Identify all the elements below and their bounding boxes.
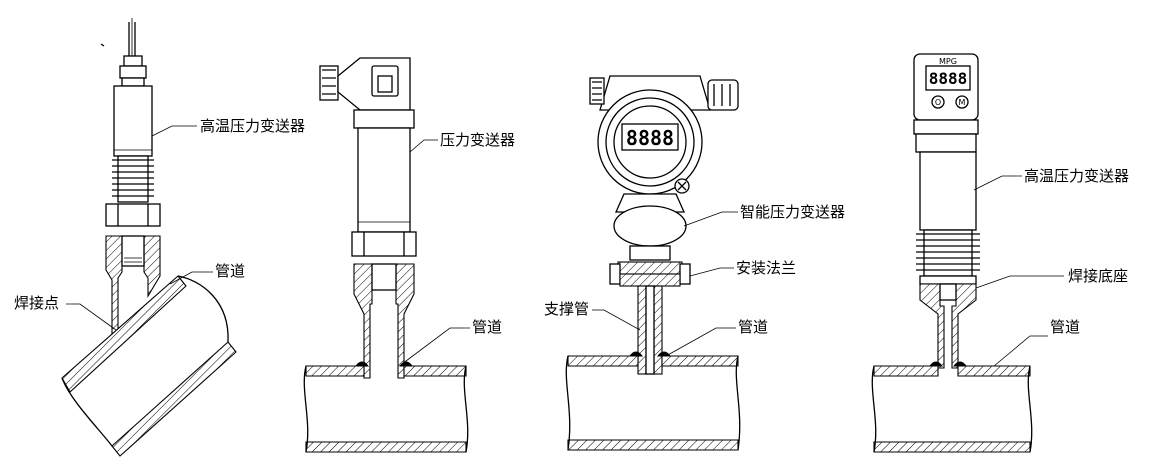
figure-1-angled-pipe-install [61,18,237,457]
figure-2-pressure-transmitter [303,57,470,453]
label-high-temp-transmitter-2: 高温压力变送器 [1024,167,1130,185]
cooling-fins [112,155,154,203]
label-pipe-3: 管道 [738,318,769,336]
support-tube-wall-right [653,285,663,375]
electrical-connector [319,57,411,111]
cable [100,18,136,58]
hex-nut [105,203,161,227]
figure-4-compact-transmitter: 8888 MPG O M [871,53,1064,453]
button-o [931,95,945,109]
label-pressure-transmitter: 压力变送器 [440,131,516,149]
transmitter-body [919,151,977,231]
label-smart-transmitter: 智能压力变送器 [740,203,846,221]
angled-pipe [61,275,237,457]
cooling-fins [916,229,980,277]
hex-nut [351,231,417,257]
pipe-section [303,361,469,453]
label-pipe-2: 管道 [472,318,503,336]
lcd-readout: 8888 [626,126,674,150]
transmitter-body [113,85,153,157]
label-pipe-4: 管道 [1050,318,1081,336]
label-pipe-1: 管道 [215,262,246,280]
label-high-temp-transmitter-1: 高温压力变送器 [200,117,306,135]
mounting-flange [609,261,691,287]
weld-socket-right [143,235,161,298]
pipe-section [565,351,741,451]
lcd-readout: 8888 [929,69,968,88]
button-m [955,95,969,109]
pipe-section [871,361,1033,453]
svg-text:O: O [935,98,941,107]
label-mounting-flange: 安装法兰 [736,259,797,277]
label-weld-point: 焊接点 [14,294,60,312]
brand-label: MPG [939,57,957,66]
label-weld-base: 焊接底座 [1068,267,1129,285]
svg-text:M: M [959,98,966,107]
transmitter-body [357,127,411,233]
lcd-display [925,65,971,91]
lcd-display [621,123,679,151]
label-support-tube: 支撑管 [544,300,590,318]
figure-3-smart-transmitter: 8888 [565,75,741,451]
